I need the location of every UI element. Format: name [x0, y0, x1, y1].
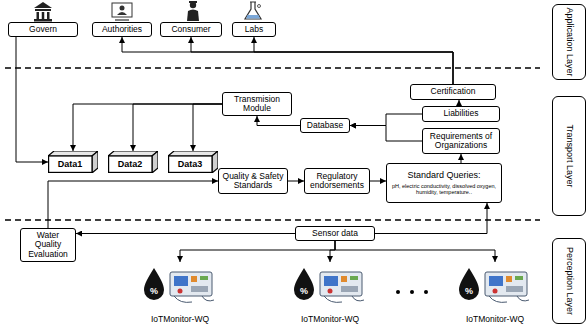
node-text: Govern: [29, 25, 57, 34]
connector-arrow: [257, 116, 300, 126]
process-box: Database: [300, 118, 350, 133]
connector-arrow: [191, 37, 453, 84]
process-box: Transmision Module: [222, 92, 292, 116]
connector-arrow: [335, 241, 495, 262]
node-text: Regulatory endorsements: [308, 172, 366, 191]
monitor-icon: [140, 262, 220, 308]
layer-name: Perception Layer: [564, 247, 574, 315]
node-text: IoTMonitor-WQ: [280, 315, 380, 324]
node-text: Standard Queries:: [407, 171, 480, 181]
node-text: Database: [307, 121, 343, 130]
node-text: Quality & Safety Standards: [222, 172, 284, 191]
connector-arrow: [350, 126, 422, 142]
connector-arrow: [461, 154, 462, 163]
connector-arrow: [133, 104, 222, 151]
connector-arrow: [330, 241, 335, 262]
monitor-icon: [290, 262, 370, 308]
node-text: Labs: [245, 25, 263, 34]
node-text: Water Quality Evaluation: [24, 231, 72, 259]
govern-box: Govern: [8, 22, 78, 37]
layer-name: Application Layer: [564, 7, 574, 76]
person-icon: [187, 1, 199, 21]
band-label-wrap: Perception Layer: [553, 239, 585, 323]
data-cube: Data3: [168, 151, 218, 173]
process-box: Liabilities: [422, 106, 500, 122]
connector-arrow: [48, 181, 218, 228]
node-text: Sensor data: [312, 229, 358, 238]
percent-label: %: [465, 286, 473, 296]
layer-name: Transport Layer: [564, 124, 574, 187]
actor-box: Labs: [232, 22, 276, 37]
actor-box: Authorities: [92, 22, 152, 37]
ellipsis-dots: [396, 290, 428, 294]
connector-arrow: [375, 203, 487, 234]
process-box: Regulatory endorsements: [304, 168, 370, 194]
node-text: Data3: [178, 160, 203, 170]
percent-label: %: [300, 286, 308, 296]
actor-box: Consumer: [160, 22, 222, 37]
connector-arrow: [254, 37, 453, 84]
data-cube: Data1: [48, 151, 98, 173]
layer-separator: [5, 219, 540, 221]
layer-band: Transport Layer: [552, 96, 586, 216]
flask-icon: [245, 2, 261, 19]
band-label-wrap: Application Layer: [553, 5, 585, 79]
process-box: Requirements of Organizations: [422, 128, 500, 154]
node-text: Transmision Module: [226, 95, 288, 114]
process-box: Sensor data: [295, 226, 375, 241]
layer-band: Application Layer: [552, 4, 586, 80]
connector-arrow: [288, 181, 304, 182]
node-text: Consumer: [171, 25, 210, 34]
layer-separator: [5, 67, 540, 69]
connector-arrow: [76, 233, 295, 234]
percent-label: %: [150, 286, 158, 296]
connector-arrow: [73, 104, 222, 151]
connector-arrow: [370, 181, 386, 182]
node-text: Requirements of Organizations: [426, 132, 496, 151]
query-box: Standard Queries: pH, electric conductivi…: [386, 163, 502, 203]
connector-arrow: [350, 114, 422, 126]
node-text: Liabilities: [444, 109, 479, 118]
node-text: pH, electric conductivity, dissolved oxy…: [390, 183, 498, 196]
connector-arrow: [193, 104, 222, 151]
node-text: Data1: [58, 160, 83, 170]
data-cube: Data2: [108, 151, 158, 173]
node-text: Certification: [431, 87, 476, 96]
process-box: Quality & Safety Standards: [218, 168, 288, 194]
node-text: Authorities: [102, 25, 142, 34]
layer-band: Perception Layer: [552, 238, 586, 324]
building-icon: [34, 2, 52, 22]
node-text: Data2: [118, 160, 143, 170]
process-box: Water Quality Evaluation: [20, 228, 76, 262]
authority-icon: [112, 3, 132, 20]
band-label-wrap: Transport Layer: [553, 97, 585, 215]
process-box: Certification: [410, 84, 496, 100]
node-text: IoTMonitor-WQ: [130, 315, 230, 324]
connector-arrow: [16, 37, 48, 162]
connector-arrow: [122, 37, 453, 84]
node-text: IoTMonitor-WQ: [445, 315, 545, 324]
connector-arrow: [180, 241, 335, 262]
monitor-icon: [455, 262, 535, 308]
